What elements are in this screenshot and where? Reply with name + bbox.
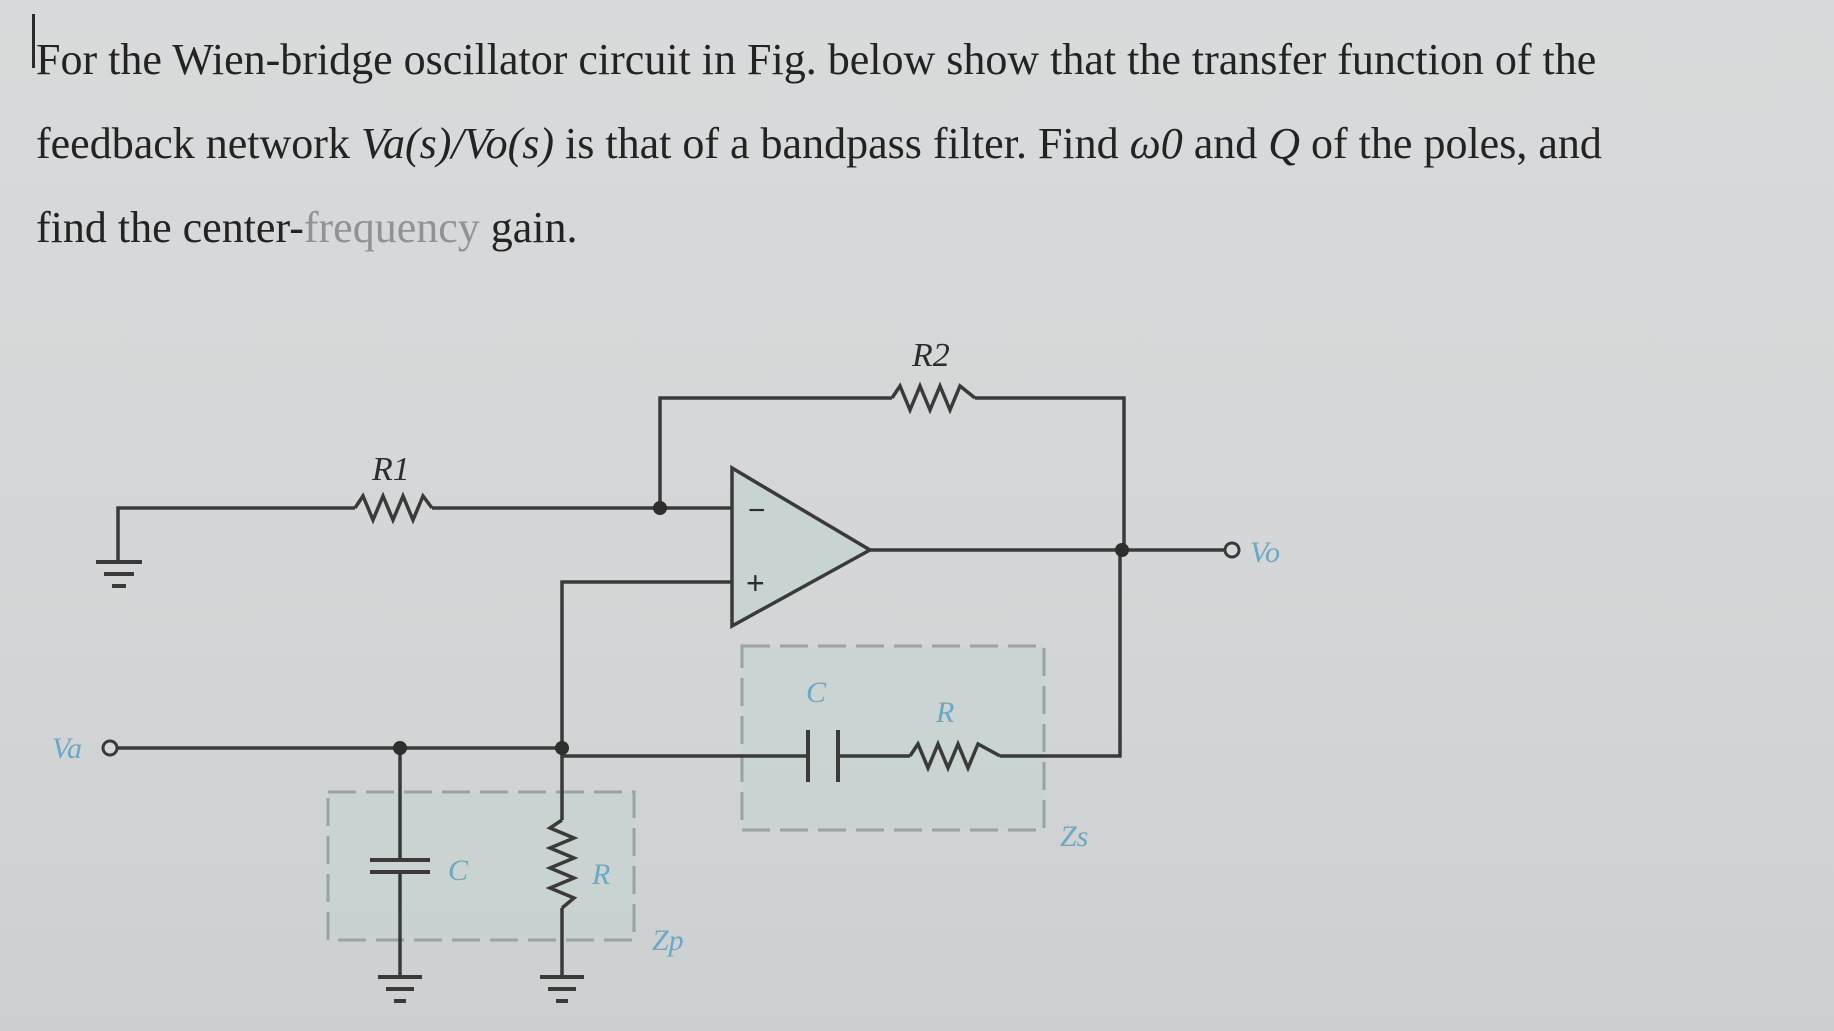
problem-line-1: For the Wien-bridge oscillator circuit i…: [36, 18, 1796, 102]
r1-label: R1: [371, 451, 410, 488]
vo-terminal: [1223, 541, 1241, 559]
ground-icon: [96, 560, 142, 588]
problem-line-1-text: For the Wien-bridge oscillator circuit i…: [36, 35, 1597, 84]
ground-icon: [540, 975, 584, 1003]
ground-icon: [378, 975, 422, 1003]
shunt-r-label: R: [591, 858, 610, 891]
problem-line-2-d: of the poles, and: [1300, 119, 1602, 168]
op-amp-triangle: [730, 464, 874, 629]
r2-resistor: [890, 381, 977, 415]
zp-label: Zp: [652, 924, 684, 957]
problem-line-2-a: feedback network: [36, 119, 361, 168]
problem-line-3-a: find the center-: [36, 203, 304, 252]
r2-label: R2: [911, 337, 950, 374]
shunt-r-resistor: [545, 818, 579, 910]
omega-symbol: ω0: [1129, 119, 1183, 168]
junction-dots: [393, 501, 1129, 755]
opamp-plus-label: +: [746, 565, 765, 601]
transfer-ratio: Va(s)/Vo(s): [360, 119, 555, 168]
series-c-capacitor: [806, 730, 840, 782]
r1-resistor: [353, 491, 434, 525]
vo-label: Vo: [1250, 536, 1280, 569]
problem-line-2-c: and: [1182, 119, 1269, 168]
problem-line-2-b: is that of a bandpass filter. Find: [554, 119, 1130, 168]
zs-dashed-box: [740, 644, 1046, 832]
wien-bridge-circuit-diagram: R1 R2 C R C R Zs Zp Va Vo − +: [52, 337, 1280, 1003]
va-terminal: [101, 739, 119, 757]
circuit-wires: [116, 396, 1226, 975]
va-label: Va: [52, 732, 82, 765]
problem-line-2: feedback network Va(s)/Vo(s) is that of …: [36, 102, 1796, 186]
series-r-label: R: [935, 696, 954, 729]
problem-line-3: find the center-frequency gain.: [36, 186, 1796, 270]
q-symbol: Q: [1268, 119, 1301, 168]
shunt-c-capacitor: [370, 858, 430, 874]
text-cursor: [32, 14, 35, 68]
zp-dashed-box: [326, 790, 636, 942]
opamp-minus-label: −: [748, 494, 766, 527]
problem-statement: For the Wien-bridge oscillator circuit i…: [36, 18, 1796, 270]
shunt-c-label: C: [448, 854, 469, 887]
problem-line-3-faded: frequency: [303, 203, 480, 252]
series-c-label: C: [806, 676, 827, 709]
problem-line-3-b: gain.: [479, 203, 578, 252]
series-r-resistor: [908, 739, 1001, 773]
zs-label: Zs: [1060, 820, 1088, 853]
